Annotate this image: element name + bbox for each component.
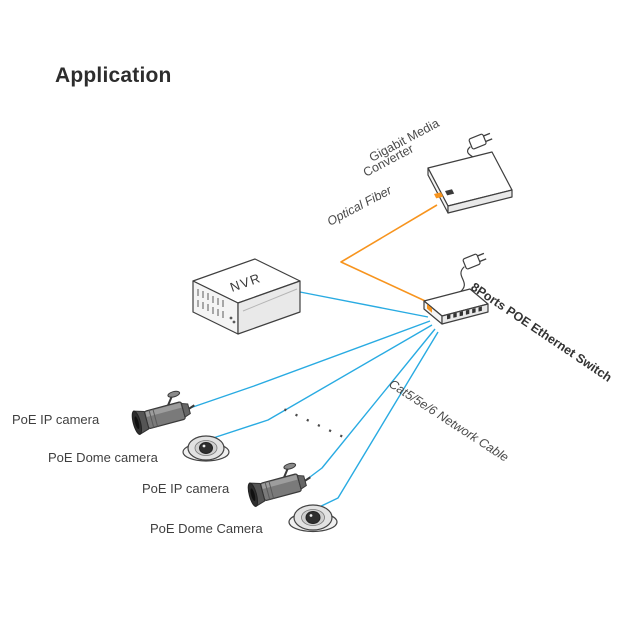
nvr-groove xyxy=(242,288,298,312)
camera-rear-cap xyxy=(180,403,191,418)
converter-rj45-port xyxy=(445,189,455,196)
power-plug-icon xyxy=(468,132,493,150)
camera-lens-glass xyxy=(250,488,256,502)
camera-stripe xyxy=(148,410,155,428)
camera-rear-cap xyxy=(296,475,307,490)
switch-rj45-ports xyxy=(447,306,482,320)
camera-mount-base xyxy=(283,462,297,470)
dome-lens xyxy=(199,442,213,454)
camera-lens-glass xyxy=(134,416,140,430)
nvr-vent-grid xyxy=(197,289,224,318)
cable-switch-camera3 xyxy=(305,328,436,481)
power-wire xyxy=(458,266,465,294)
dome-lens-highlight xyxy=(309,514,313,517)
camera3-label: PoE IP camera xyxy=(142,481,230,496)
nvr-device xyxy=(192,258,301,335)
camera-cable-stub xyxy=(188,404,195,410)
network-cable-label: Cat5/5e/6 Network Cable xyxy=(386,377,511,465)
bullet-camera-1 xyxy=(131,390,195,436)
camera1-label: PoE IP camera xyxy=(12,412,100,427)
cable-switch-camera1 xyxy=(189,320,431,409)
camera-mount-base xyxy=(167,390,181,398)
camera-cable-stub xyxy=(304,476,311,482)
converter-fiber-port xyxy=(434,192,444,199)
poe-switch-label: 8Ports POE Ethernet Switch xyxy=(468,280,614,385)
page-title: Application xyxy=(55,64,172,87)
nvr-led xyxy=(229,316,233,320)
power-plug-icon xyxy=(462,252,487,270)
camera4-label: PoE Dome Camera xyxy=(150,521,263,536)
camera-stripe xyxy=(264,482,271,500)
poe-switch-device xyxy=(423,252,489,325)
network-cables xyxy=(189,291,439,511)
camera-stripe xyxy=(152,408,159,427)
switch-uplink-port xyxy=(427,304,432,313)
cable-switch-nvr xyxy=(299,291,429,318)
camera-stripe xyxy=(268,480,275,499)
nvr-power-led xyxy=(232,320,236,324)
dome-lens xyxy=(305,511,321,524)
dome-camera-1 xyxy=(182,435,230,462)
switch-front-face xyxy=(441,303,489,325)
bullet-camera-2 xyxy=(247,462,311,508)
cable-switch-camera2 xyxy=(206,324,433,441)
dome-lens-highlight xyxy=(202,444,206,448)
media-converter-device xyxy=(427,132,513,214)
dome-camera-2 xyxy=(288,504,338,533)
optical-fiber-label: Optical Fiber xyxy=(325,183,395,229)
camera2-label: PoE Dome camera xyxy=(48,450,159,465)
ellipsis-dots: . . . . . . xyxy=(281,398,350,442)
optical-fiber-cable xyxy=(340,204,450,313)
converter-front-face xyxy=(447,189,513,214)
